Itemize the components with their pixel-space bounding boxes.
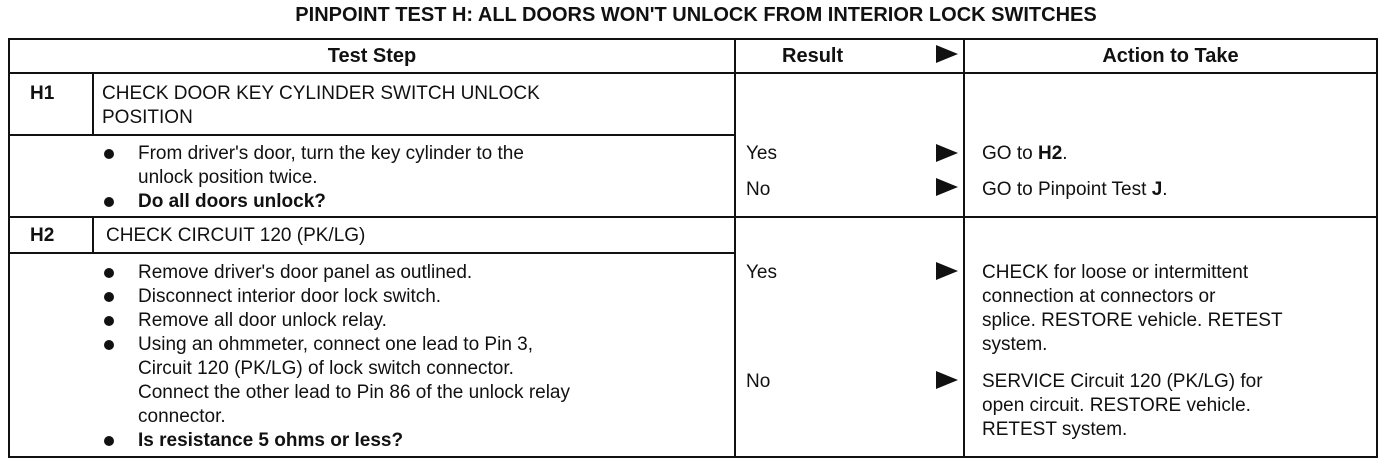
divider (10, 252, 736, 254)
h2-step4-line4: connector. (138, 406, 226, 427)
h1-heading-line2: POSITION (102, 107, 193, 128)
bullet-icon (104, 340, 114, 350)
header-action: Action to Take (1102, 45, 1239, 67)
page-title: PINPOINT TEST H: ALL DOORS WON'T UNLOCK … (295, 4, 1097, 26)
divider (92, 216, 94, 252)
step-id-h1: H1 (30, 83, 55, 104)
h2-step4-line1: Using an ohmmeter, connect one lead to P… (138, 334, 534, 355)
h2-heading: CHECK CIRCUIT 120 (PK/LG) (106, 225, 366, 246)
h1-result-no: No (746, 179, 771, 200)
h1-result-yes: Yes (746, 143, 777, 164)
h1-step-line2: unlock position twice. (138, 167, 318, 188)
action-text: . (1062, 143, 1068, 164)
action-text: GO to (982, 143, 1038, 164)
divider (92, 72, 94, 134)
bullet-icon (104, 436, 114, 446)
h2-result-no: No (746, 371, 771, 392)
divider (10, 72, 1376, 74)
h2-question: Is resistance 5 ohms or less? (138, 430, 404, 451)
h2-action-no-line3: RETEST system. (982, 419, 1128, 440)
h2-step4-line2: Circuit 120 (PK/LG) of lock switch conne… (138, 358, 514, 379)
divider (963, 40, 965, 456)
arrow-icon (936, 45, 958, 63)
action-text: . (1162, 179, 1168, 200)
divider (734, 40, 736, 456)
bullet-icon (104, 149, 114, 159)
header-test-step: Test Step (327, 45, 417, 67)
h2-result-yes: Yes (746, 262, 777, 283)
h2-step2: Disconnect interior door lock switch. (138, 286, 442, 307)
step-id-h2: H2 (30, 225, 55, 246)
h2-action-no-line2: open circuit. RESTORE vehicle. (982, 395, 1251, 416)
header-result: Result (782, 45, 844, 67)
arrow-icon (936, 144, 958, 162)
h1-heading-line1: CHECK DOOR KEY CYLINDER SWITCH UNLOCK (102, 83, 540, 104)
arrow-icon (936, 371, 958, 389)
bullet-icon (104, 197, 114, 207)
h2-action-no-line1: SERVICE Circuit 120 (PK/LG) for (982, 371, 1263, 392)
h2-action-yes-line4: system. (982, 334, 1048, 355)
action-test-ref: J (1151, 179, 1163, 200)
bullet-icon (104, 316, 114, 326)
action-text: GO to Pinpoint Test (982, 179, 1152, 200)
h2-action-yes-line1: CHECK for loose or intermittent (982, 262, 1249, 283)
h1-action-yes: GO to H2. (982, 142, 1068, 166)
divider (10, 216, 1376, 218)
action-step-ref: H2 (1037, 143, 1063, 164)
bullet-icon (104, 292, 114, 302)
arrow-icon (936, 178, 958, 196)
h2-step3: Remove all door unlock relay. (138, 310, 387, 331)
divider (10, 134, 736, 136)
h1-step-line1: From driver's door, turn the key cylinde… (138, 143, 524, 164)
h2-step4-line3: Connect the other lead to Pin 86 of the … (138, 382, 570, 403)
bullet-icon (104, 268, 114, 278)
h1-action-no: GO to Pinpoint Test J. (982, 178, 1168, 202)
pinpoint-table: Test Step Result Action to Take H1 CHECK… (8, 38, 1378, 458)
h1-question: Do all doors unlock? (138, 191, 326, 212)
h2-action-yes-line3: splice. RESTORE vehicle. RETEST (982, 310, 1283, 331)
h2-action-yes-line2: connection at connectors or (982, 286, 1216, 307)
arrow-icon (936, 262, 958, 280)
h2-step1: Remove driver's door panel as outlined. (138, 262, 473, 283)
